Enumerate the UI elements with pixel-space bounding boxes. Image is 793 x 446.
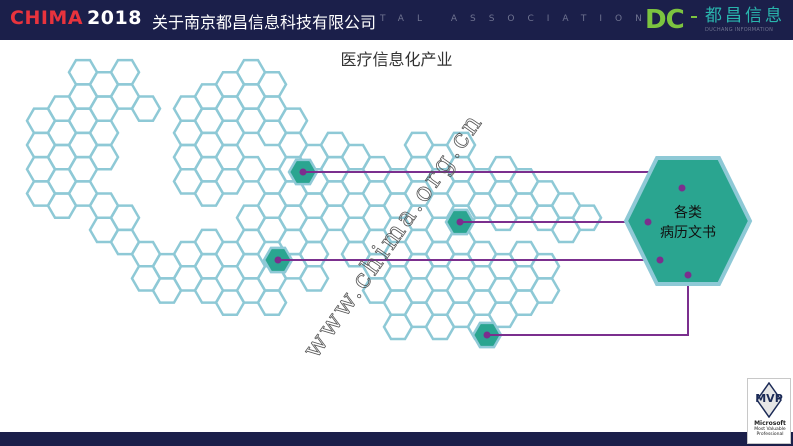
connector-dot	[678, 184, 686, 192]
connector-dot	[483, 331, 491, 339]
brand-year: 2018	[87, 7, 142, 29]
logo-subtitle: DUCHANG INFORMATION	[705, 27, 774, 33]
logo-dash	[691, 16, 697, 18]
hexagon-cell	[298, 240, 330, 268]
hexagon-cell	[109, 58, 141, 86]
hexagon-cell	[298, 264, 330, 292]
hexagon-cell	[529, 252, 561, 280]
hexagon-cell	[109, 204, 141, 232]
connector-dot	[274, 256, 282, 264]
duchang-logo: DC 都昌信息 DUCHANG INFORMATION	[645, 4, 793, 38]
connector-dot	[684, 271, 692, 279]
mvp-badge: MVP Microsoft Most Valuable Professional	[747, 378, 791, 444]
big-hex-label-line2: 病历文书	[660, 225, 716, 241]
hexagon-diagram: 各类 病历文书 www.chima.org.cn	[25, 58, 753, 364]
big-hexagon	[623, 156, 753, 286]
big-hex-label-line1: 各类	[674, 205, 702, 221]
bottom-banner	[0, 432, 793, 446]
hexagon-cell	[88, 119, 120, 147]
slide-title: 医疗信息化产业	[340, 50, 453, 69]
hexagon-cell	[571, 204, 603, 232]
connector-dot	[656, 256, 664, 264]
connector-dot	[299, 168, 307, 176]
logo-name: 都昌信息	[705, 6, 785, 26]
hexagon-cell	[130, 95, 162, 123]
association-text: TAL ASSOCIATION	[380, 14, 655, 24]
hexagon-cell	[529, 277, 561, 304]
hexagon-cell	[88, 143, 120, 171]
hexagon-cell	[256, 71, 288, 98]
records-hexagon: 各类 病历文书	[623, 156, 753, 286]
header-company-title: 关于南京都昌信息科技有限公司	[152, 13, 377, 32]
mvp-diamond-icon	[756, 382, 782, 418]
hexagon-cell	[256, 289, 288, 316]
chima-logo-text: CHIMA	[10, 7, 84, 29]
connector-dot	[644, 218, 652, 226]
mvp-caption-line3: Professional	[756, 432, 784, 437]
hexagon-grid	[25, 58, 603, 349]
connector-dot	[456, 218, 464, 226]
connector-line	[487, 275, 689, 336]
connector-dots	[274, 168, 692, 339]
hexagon-cell	[277, 107, 309, 135]
mvp-caption: Microsoft Most Valuable Professional	[752, 420, 788, 437]
mvp-text: MVP	[755, 392, 783, 405]
mvp-caption-line2: Most Valuable	[754, 427, 786, 432]
mvp-caption-line1: Microsoft	[754, 420, 786, 427]
logo-mark: DC	[645, 5, 685, 35]
